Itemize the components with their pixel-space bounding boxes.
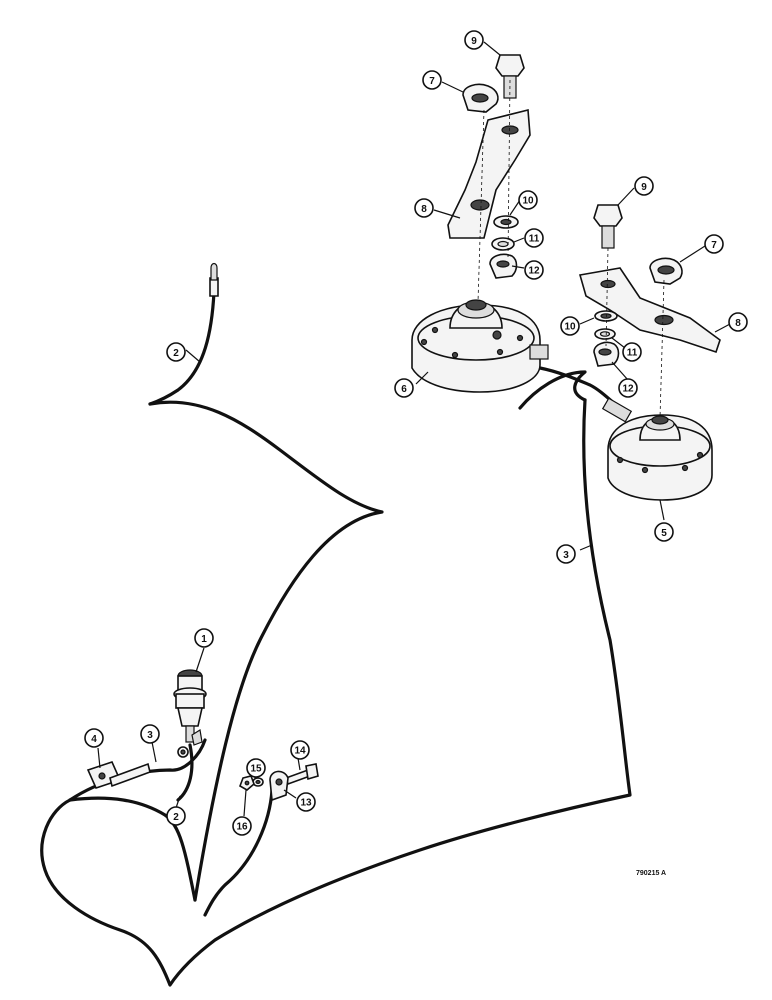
callout-10-left: 10	[518, 190, 538, 210]
wire-2-upper	[148, 290, 216, 406]
svg-text:13: 13	[300, 798, 312, 809]
callout-9-left: 9	[464, 30, 484, 50]
ring-terminal-3	[177, 746, 189, 758]
svg-text:15: 15	[250, 764, 262, 775]
wire-loop-main	[148, 400, 384, 902]
callout-6: 6	[394, 378, 414, 398]
wire-ground-13	[203, 788, 274, 917]
callout-3-lower: 3	[140, 724, 160, 744]
svg-text:8: 8	[421, 204, 427, 215]
svg-text:7: 7	[429, 76, 435, 87]
svg-text:9: 9	[471, 36, 477, 47]
svg-text:14: 14	[294, 746, 306, 757]
mount-left	[447, 54, 531, 303]
horn-switch-1	[173, 669, 207, 746]
wire-horn-link-2	[518, 370, 587, 410]
svg-text:3: 3	[563, 550, 569, 561]
wire-3-right	[40, 398, 632, 987]
svg-text:2: 2	[173, 348, 179, 359]
svg-text:10: 10	[522, 196, 534, 207]
svg-text:10: 10	[564, 322, 576, 333]
svg-text:16: 16	[236, 822, 248, 833]
callout-12-right: 12	[618, 378, 638, 398]
callout-15: 15	[246, 758, 266, 778]
callout-4: 4	[84, 728, 104, 748]
svg-text:1: 1	[201, 634, 207, 645]
callout-2-lower: 2	[166, 806, 186, 826]
assembly-axis-right	[659, 279, 665, 419]
svg-text:9: 9	[641, 182, 647, 193]
callout-11-left: 11	[524, 228, 544, 248]
svg-text:3: 3	[147, 730, 153, 741]
horn-5	[601, 397, 713, 501]
mount-right	[578, 204, 721, 419]
wire-2-terminal	[209, 262, 219, 297]
assembly-axis-left	[477, 109, 485, 303]
callout-1: 1	[194, 628, 214, 648]
callout-3-right: 3	[556, 544, 576, 564]
clip-4	[86, 761, 151, 789]
svg-text:6: 6	[401, 384, 407, 395]
callout-14: 14	[290, 740, 310, 760]
callout-8-left: 8	[414, 198, 434, 218]
wire-harness	[40, 290, 632, 987]
svg-text:8: 8	[735, 318, 741, 329]
wire-switch-return	[68, 796, 197, 902]
callout-11-right: 11	[622, 342, 642, 362]
callout-7-right: 7	[704, 234, 724, 254]
callout-12-left: 12	[524, 260, 544, 280]
callout-16: 16	[232, 816, 252, 836]
svg-text:4: 4	[91, 734, 97, 745]
callout-2-upper: 2	[166, 342, 186, 362]
callout-7-left: 7	[422, 70, 442, 90]
svg-text:7: 7	[711, 240, 717, 251]
callout-8-right: 8	[728, 312, 748, 332]
svg-text:2: 2	[173, 812, 179, 823]
svg-text:11: 11	[627, 348, 638, 359]
svg-text:11: 11	[529, 234, 540, 245]
figure-reference: 790215 A	[636, 870, 666, 877]
svg-text:12: 12	[622, 384, 634, 395]
callout-13: 13	[296, 792, 316, 812]
callout-9-right: 9	[634, 176, 654, 196]
svg-text:12: 12	[528, 266, 540, 277]
callout-10-right: 10	[560, 316, 580, 336]
horn-6	[411, 299, 549, 393]
wire-2-lower	[176, 743, 194, 802]
leader-lines	[97, 41, 731, 817]
svg-text:5: 5	[661, 528, 667, 539]
callout-5: 5	[654, 522, 674, 542]
ground-hardware	[239, 763, 319, 802]
